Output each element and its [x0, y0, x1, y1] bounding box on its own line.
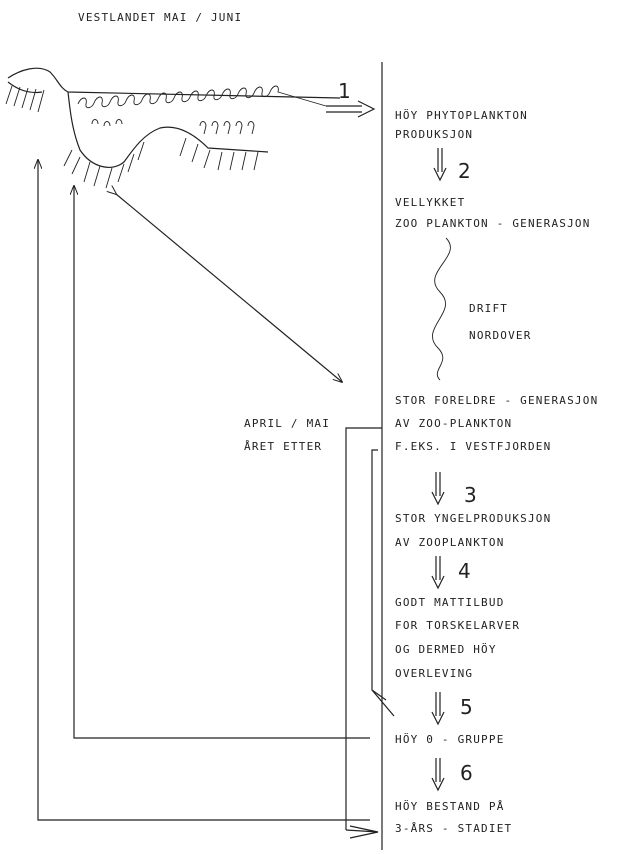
- feedback-arrows: [38, 160, 370, 820]
- step-arrows: 1 2 3 4 5 6: [338, 79, 477, 790]
- stage-ogruppe-line: HÖY 0 - GRUPPE: [395, 733, 505, 746]
- stage-bestand-line: HÖY BESTAND PÅ: [395, 800, 505, 813]
- land-hatching: [6, 86, 258, 188]
- side-note: APRIL / MAI ÅRET ETTER: [244, 417, 330, 453]
- stage-phyto-line: PRODUKSJON: [395, 128, 473, 141]
- drift-wavy-line: [432, 238, 450, 380]
- stage-drift-line: DRIFT: [469, 302, 508, 315]
- title-text: VESTLANDET MAI / JUNI: [78, 11, 242, 24]
- stage-yngel: STOR YNGELPRODUKSJON AV ZOOPLANKTON: [395, 512, 551, 549]
- step-4-number: 4: [458, 559, 471, 583]
- stage-mat-line: GODT MATTILBUD: [395, 596, 505, 609]
- stage-mat: GODT MATTILBUD FOR TORSKELARVER OG DERME…: [395, 596, 520, 680]
- feedback-arrow-outer: [38, 160, 370, 820]
- step-2-number: 2: [458, 159, 471, 183]
- coast-sketch: [6, 68, 374, 188]
- stage-zoo-line: ZOO PLANKTON - GENERASJON: [395, 217, 591, 230]
- step-5-number: 5: [460, 695, 473, 719]
- side-note-line-1: APRIL / MAI: [244, 417, 330, 430]
- stage-yngel-line: AV ZOOPLANKTON: [395, 536, 505, 549]
- stage-mat-line: OVERLEVING: [395, 667, 473, 680]
- stage-phyto-line: HÖY PHYTOPLANKTON: [395, 109, 528, 122]
- stage-ogruppe: HÖY 0 - GRUPPE: [395, 733, 505, 746]
- side-note-line-2: ÅRET ETTER: [244, 440, 322, 453]
- stage-phyto: HÖY PHYTOPLANKTON PRODUKSJON: [395, 109, 528, 141]
- stage-yngel-line: STOR YNGELPRODUKSJON: [395, 512, 551, 525]
- stage-mat-line: FOR TORSKELARVER: [395, 619, 520, 632]
- step-3-number: 3: [464, 483, 477, 507]
- stage-bestand: HÖY BESTAND PÅ 3-ÅRS - STADIET: [395, 800, 512, 835]
- feedback-arrow-inner: [74, 186, 370, 738]
- stage-zoo-line: VELLYKKET: [395, 196, 465, 209]
- stage-mat-line: OG DERMED HÖY: [395, 643, 497, 656]
- stage-bestand-line: 3-ÅRS - STADIET: [395, 822, 512, 835]
- stage-parent: STOR FORELDRE - GENERASJON AV ZOO-PLANKT…: [395, 394, 598, 453]
- stage-parent-line: F.EKS. I VESTFJORDEN: [395, 440, 551, 453]
- step-1-double-arrow: [326, 101, 374, 117]
- diagonal-double-arrow: [116, 194, 342, 382]
- stage-drift: DRIFT NORDOVER: [469, 302, 532, 342]
- april-loop-bracket: [346, 428, 394, 838]
- stage-parent-line: STOR FORELDRE - GENERASJON: [395, 394, 598, 407]
- stage-parent-line: AV ZOO-PLANKTON: [395, 417, 512, 430]
- stage-zoo: VELLYKKET ZOO PLANKTON - GENERASJON: [395, 196, 591, 230]
- step-1-number: 1: [338, 79, 351, 103]
- step-6-number: 6: [460, 761, 473, 785]
- stage-drift-line: NORDOVER: [469, 329, 532, 342]
